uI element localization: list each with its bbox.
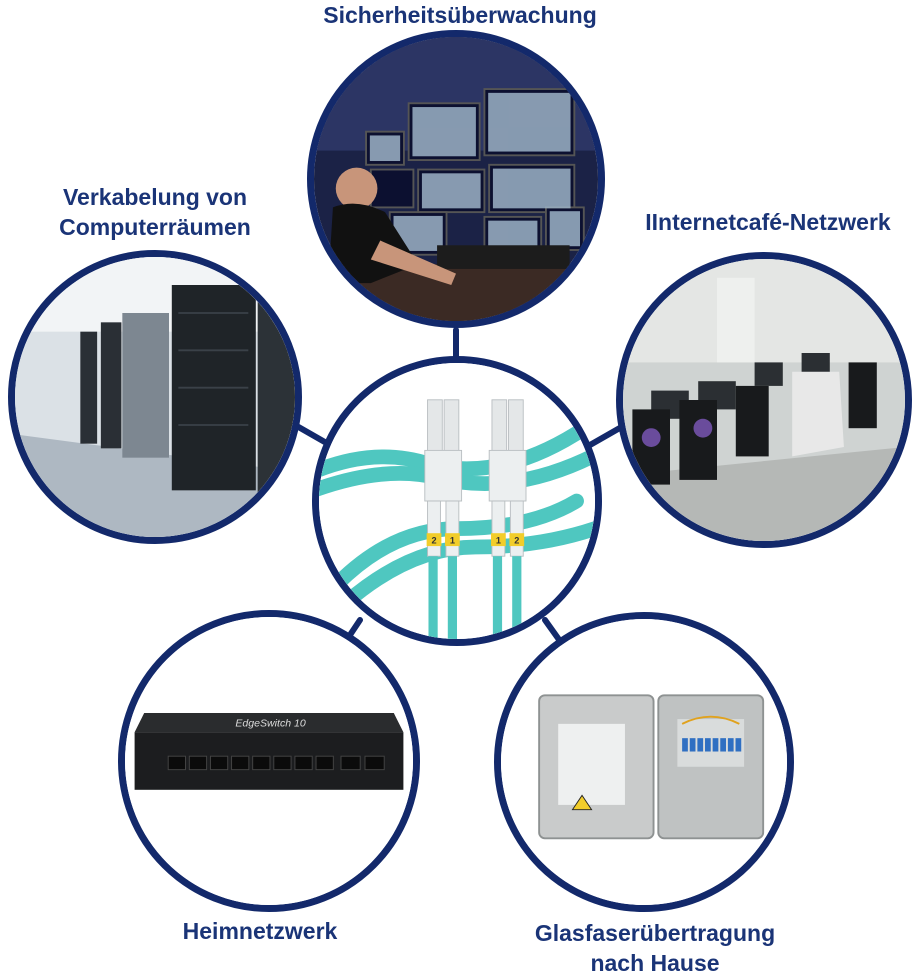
internet-cafe-image	[623, 259, 905, 541]
label-fiber-line2: nach Hause	[590, 950, 720, 976]
fiber-box-image	[501, 619, 787, 905]
lc-connector-right	[488, 399, 527, 639]
control-room-image	[314, 37, 598, 321]
fiber-cable-image: 2 1 1 2	[319, 363, 595, 639]
fiber-cable-circle: 2 1 1 2	[312, 356, 602, 646]
label-server-room-cabling: Verkabelung von Computerräumen	[20, 182, 290, 242]
home-network-circle: EdgeSwitch 10	[118, 610, 420, 912]
connector-label-2-right: 2	[514, 535, 519, 545]
internet-cafe-circle	[616, 252, 912, 548]
security-monitoring-circle	[307, 30, 605, 328]
label-security-monitoring: Sicherheitsüberwachung	[323, 2, 597, 28]
connector-label-1-right: 1	[496, 535, 501, 545]
network-switch-image: EdgeSwitch 10	[125, 617, 413, 905]
label-server-room-line2: Computerräumen	[59, 214, 251, 240]
lc-connector-left	[424, 399, 463, 639]
switch-brand-label: EdgeSwitch 10	[235, 717, 305, 729]
connector-label-1-left: 1	[450, 535, 455, 545]
fiber-home-circle	[494, 612, 794, 912]
label-fiber-to-home: Glasfaserübertragung nach Hause	[500, 918, 810, 978]
label-home-network: Heimnetzwerk	[182, 918, 338, 944]
label-server-room-line1: Verkabelung von	[62, 184, 248, 210]
server-room-circle	[8, 250, 302, 544]
label-fiber-line1: Glasfaserübertragung	[534, 920, 776, 946]
label-internet-cafe: IInternetcafé-Netzwerk	[645, 209, 891, 235]
connector-label-2-left: 2	[431, 535, 436, 545]
server-room-image	[15, 257, 295, 537]
